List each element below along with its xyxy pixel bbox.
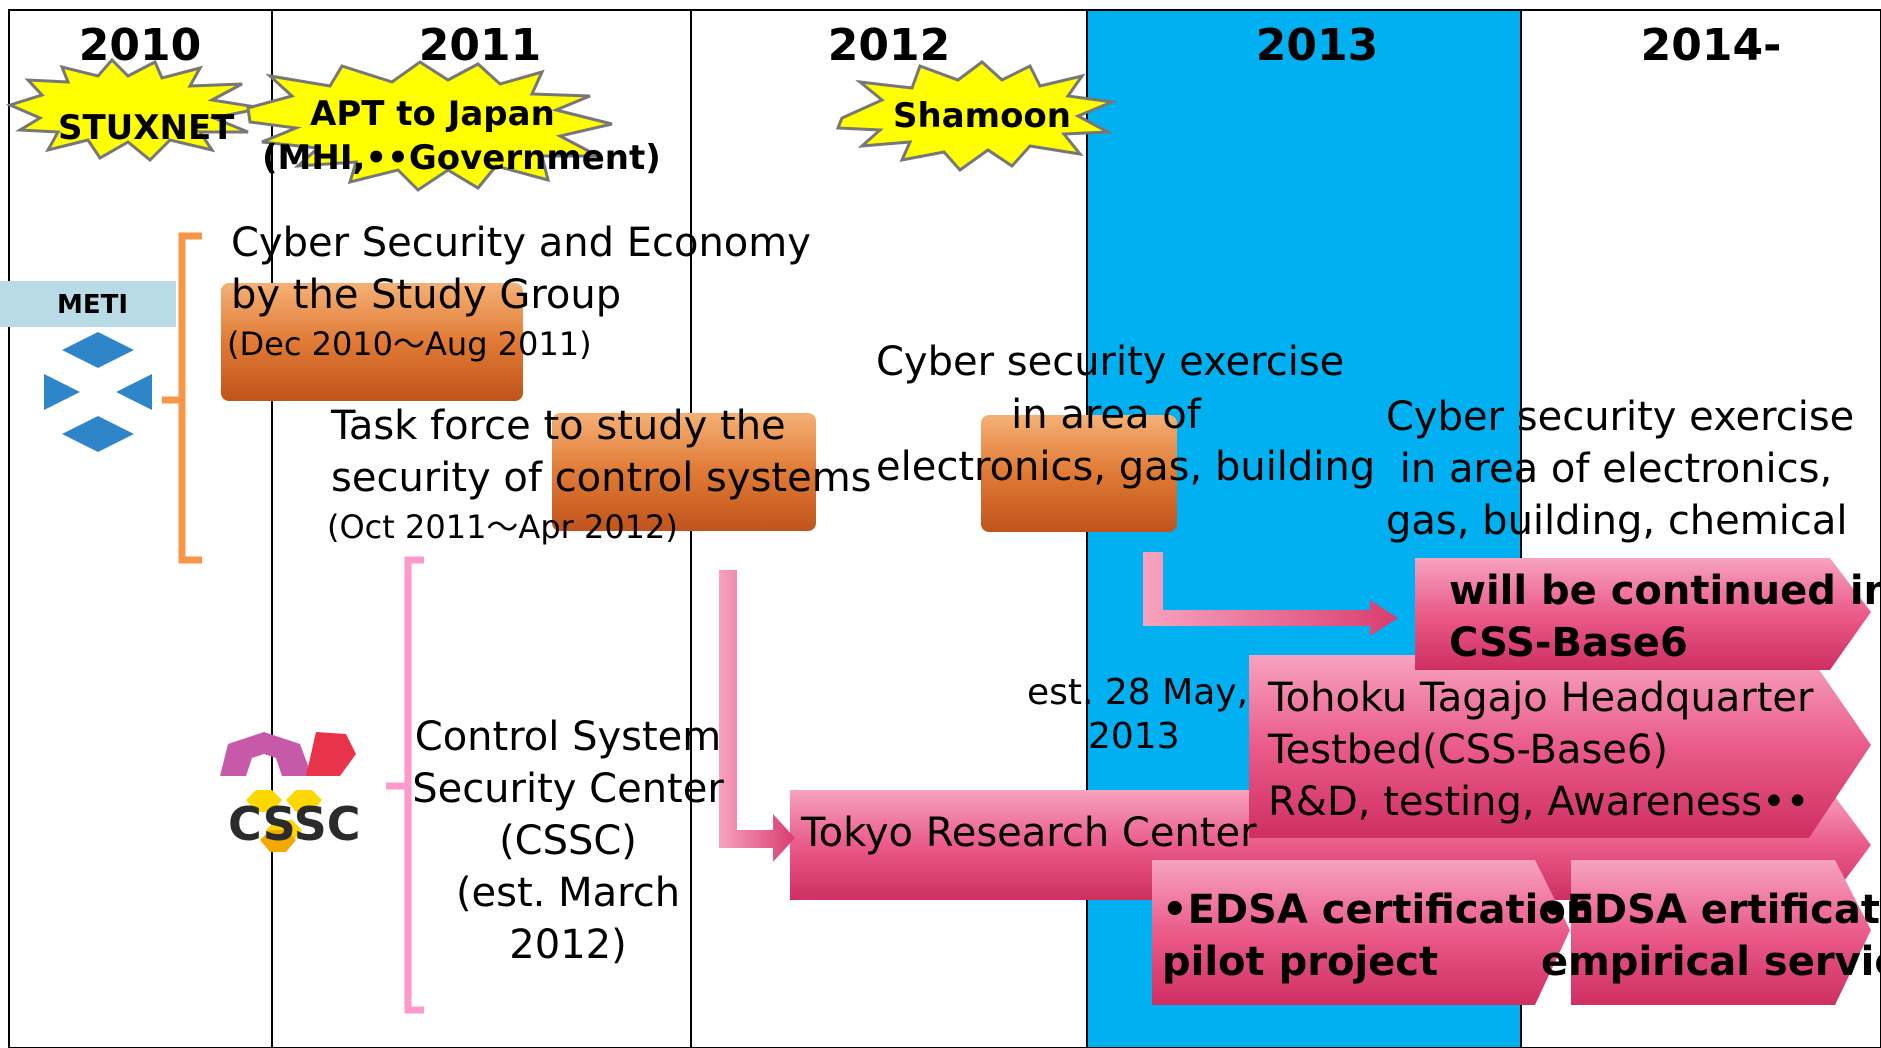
tokyo-research-center-label: Tokyo Research Center	[801, 810, 1257, 856]
tohoku-line3: R&D, testing, Awareness••	[1268, 779, 1810, 825]
year-2014: 2014-	[1640, 20, 1782, 71]
est-date-line2: 2013	[1088, 716, 1180, 757]
apt-burst	[246, 60, 613, 192]
study-group-box	[221, 283, 523, 401]
cssc-line4: (est. March	[455, 870, 681, 916]
est-date-line1: est. 28 May,	[1027, 672, 1249, 713]
edsa-service-line2: empirical service	[1541, 939, 1881, 985]
cssc-line1: Control System	[414, 714, 722, 760]
task-force-box	[552, 413, 816, 531]
shamoon-burst	[835, 60, 1118, 173]
study-group-title-line1: Cyber Security and Economy	[231, 220, 811, 266]
exercise-2013-line1: Cyber security exercise	[876, 339, 1345, 385]
shamoon-label: Shamoon	[893, 96, 1071, 136]
task-force-period: (Oct 2011～Apr 2012)	[327, 508, 678, 546]
tohoku-headquarter-arrow	[1249, 655, 1871, 838]
edsa-pilot-arrow	[1152, 860, 1570, 1005]
exercise-2014-line1: Cyber security exercise	[1386, 394, 1855, 440]
year-2010: 2010	[78, 20, 202, 71]
exercise-2013-line3: electronics, gas, building	[876, 444, 1376, 490]
tohoku-line2: Testbed(CSS-Base6)	[1268, 727, 1668, 773]
study-group-title-line2: by the Study Group	[231, 272, 622, 318]
tohoku-line1: Tohoku Tagajo Headquarter	[1268, 675, 1814, 721]
year-2013: 2013	[1255, 20, 1379, 71]
exercise-2013-box	[981, 415, 1177, 532]
cssc-line3: (CSSC)	[499, 818, 637, 864]
edsa-pilot-line2: pilot project	[1162, 939, 1439, 985]
meti-label: METI	[57, 290, 129, 320]
edsa-service-arrow	[1571, 860, 1871, 1005]
exercise-2013-line2: in area of	[1011, 392, 1201, 438]
year-2012: 2012	[827, 20, 951, 71]
continued-line2: CSS-Base6	[1449, 620, 1688, 666]
exercise-2014-line3: gas, building, chemical	[1386, 498, 1848, 544]
cssc-line5: 2012)	[509, 922, 627, 968]
apt-label-line1: APT to Japan	[310, 94, 555, 134]
meti-logo-icon	[44, 332, 152, 452]
exercise-2014-line2: in area of electronics,	[1399, 446, 1833, 492]
cssc-logo-text: CSSC	[228, 797, 361, 851]
cssc-to-tokyo-arrow	[719, 570, 795, 862]
meti-band	[0, 281, 176, 327]
study-group-period: (Dec 2010～Aug 2011)	[227, 325, 592, 363]
meti-bracket	[162, 232, 202, 564]
continued-line1: will be continued in	[1449, 568, 1881, 614]
stuxnet-label: STUXNET	[58, 108, 235, 148]
continued-css-base6-arrow	[1415, 558, 1871, 670]
year-2011: 2011	[418, 20, 542, 71]
edsa-service-line1: •EDSA ertification	[1541, 887, 1881, 933]
cssc-line2: Security Center	[412, 766, 724, 812]
edsa-pilot-line1: •EDSA certification	[1162, 887, 1595, 933]
apt-label-line2: (MHI,••Government)	[262, 138, 661, 178]
exercise-to-continued-arrow	[1143, 552, 1398, 636]
task-force-line2: security of control systems	[331, 455, 872, 501]
cssc-logo-icon	[220, 732, 356, 852]
task-force-line1: Task force to study the	[331, 403, 786, 449]
cssc-bracket	[386, 556, 424, 1014]
